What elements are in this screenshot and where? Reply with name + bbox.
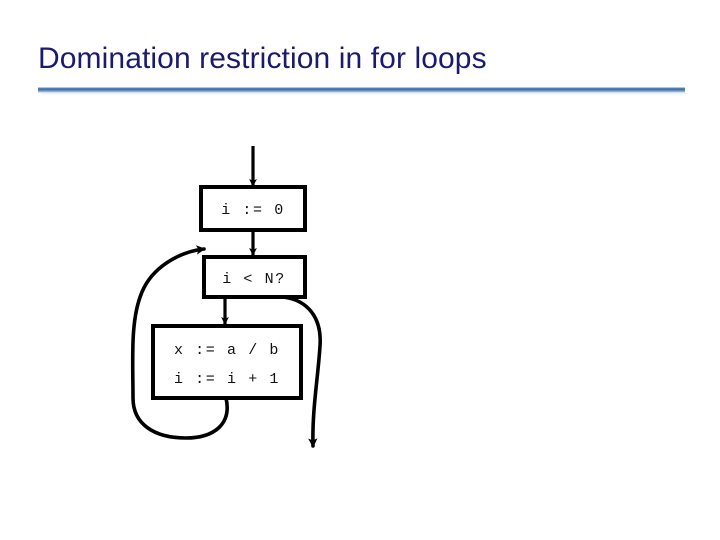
page-title: Domination restriction in for loops [38, 42, 487, 75]
cfg-node-condition-box [202, 255, 307, 299]
cfg-node-condition-label: i < N? [222, 271, 286, 288]
cfg-node-body: x := a / b i := i + 1 [151, 324, 303, 400]
cfg-node-body-box [151, 324, 303, 400]
title-block: Domination restriction in for loops [38, 38, 688, 86]
cfg-node-condition: i < N? [202, 255, 307, 299]
cfg-node-body-label-line2: i := i + 1 [174, 371, 280, 388]
edge-exit-false-branch [281, 295, 322, 448]
cfg-node-body-label-line1: x := a / b [174, 342, 280, 359]
title-divider-rule [38, 87, 685, 93]
title-divider-shadow [41, 93, 688, 95]
cfg-node-init-label: i := 0 [221, 202, 285, 219]
cfg-node-init: i := 0 [199, 185, 307, 232]
edge-back-to-condition [130, 245, 229, 440]
